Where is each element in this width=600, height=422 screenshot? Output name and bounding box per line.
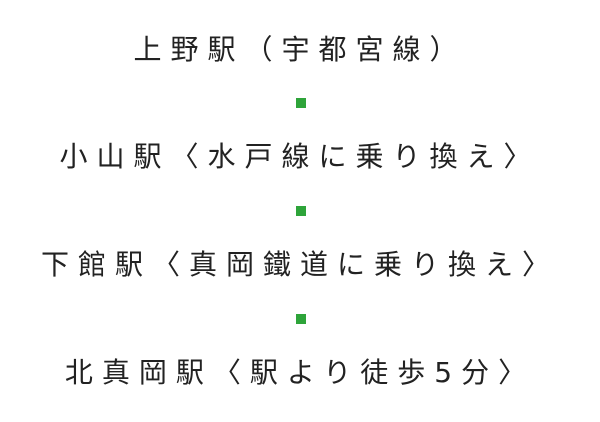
stop-ueno: 上野駅（宇都宮線）: [133, 33, 467, 66]
stop-shimodate: 下館駅〈真岡鐵道に乗り換え〉: [40, 248, 559, 281]
connector-square: [296, 98, 306, 108]
stop-oyama: 小山駅〈水戸線に乗り換え〉: [59, 140, 541, 173]
connector-square: [296, 314, 306, 324]
connector-square: [296, 206, 306, 216]
stop-kitamoka: 北真岡駅〈駅より徒歩5分〉: [64, 356, 536, 389]
